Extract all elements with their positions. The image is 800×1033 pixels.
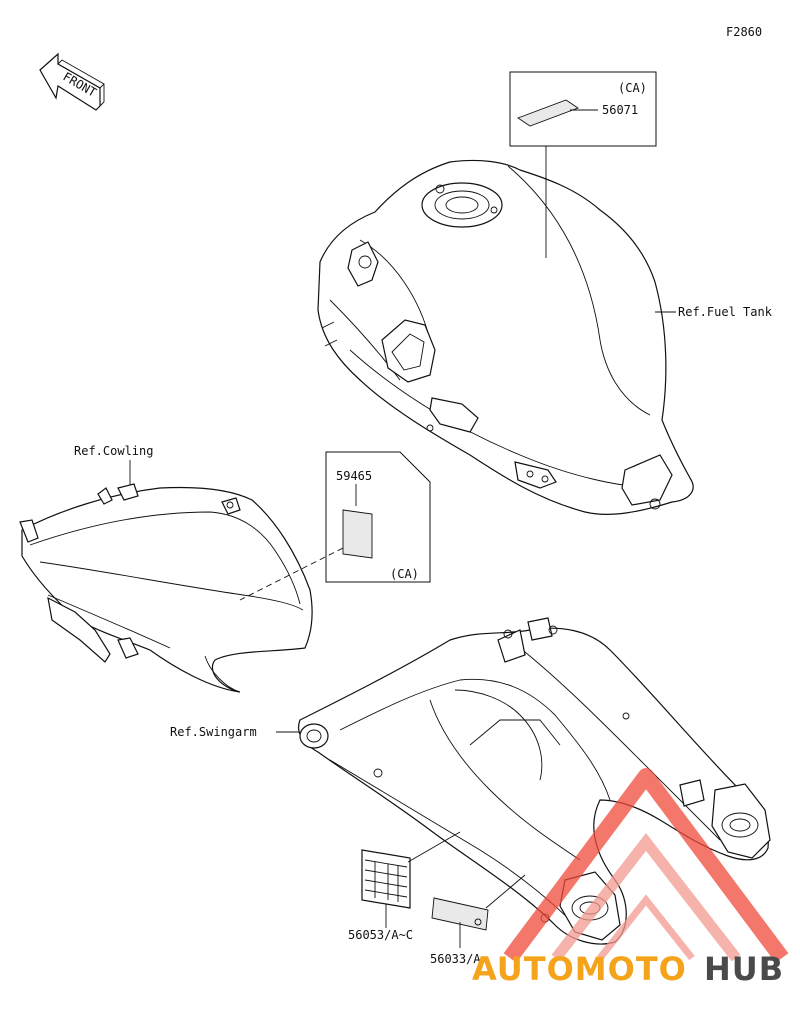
swingarm-label-small: 56033/A [430,874,526,966]
cowling-label-region: (CA) [390,567,419,581]
watermark-text-automoto: AUTOMOTO [472,950,687,988]
cowling [19,483,313,693]
swingarm [297,617,771,945]
tank-label-decal [517,99,579,127]
cowling-label-decal [342,509,373,559]
cowling-ref-label: Ref.Cowling [74,444,153,458]
front-arrow-icon: FRONT [39,52,105,111]
swingarm-ref-label: Ref.Swingarm [170,725,257,739]
swingarm-label-large: 56053/A~C [348,831,461,942]
tank-label-region: (CA) [618,81,647,95]
tank-label-callout: (CA) 56071 [509,71,657,258]
figure-code: F2860 [726,25,762,39]
swingarm-label-small-number: 56033/A [430,952,481,966]
automotohub-logo: AUTOMOTO HUB [472,768,789,988]
tank-label-number: 56071 [602,103,638,117]
cowling-label-callout: 59465 (CA) [239,451,431,601]
swingarm-label-large-number: 56053/A~C [348,928,413,942]
swingarm-label-large-decal [361,849,411,909]
fuel-tank-ref-label: Ref.Fuel Tank [678,305,773,319]
watermark-text-hub: HUB [704,950,784,988]
cowling-label-number: 59465 [336,469,372,483]
swingarm-label-small-decal [431,897,489,931]
fuel-tank [317,159,694,515]
